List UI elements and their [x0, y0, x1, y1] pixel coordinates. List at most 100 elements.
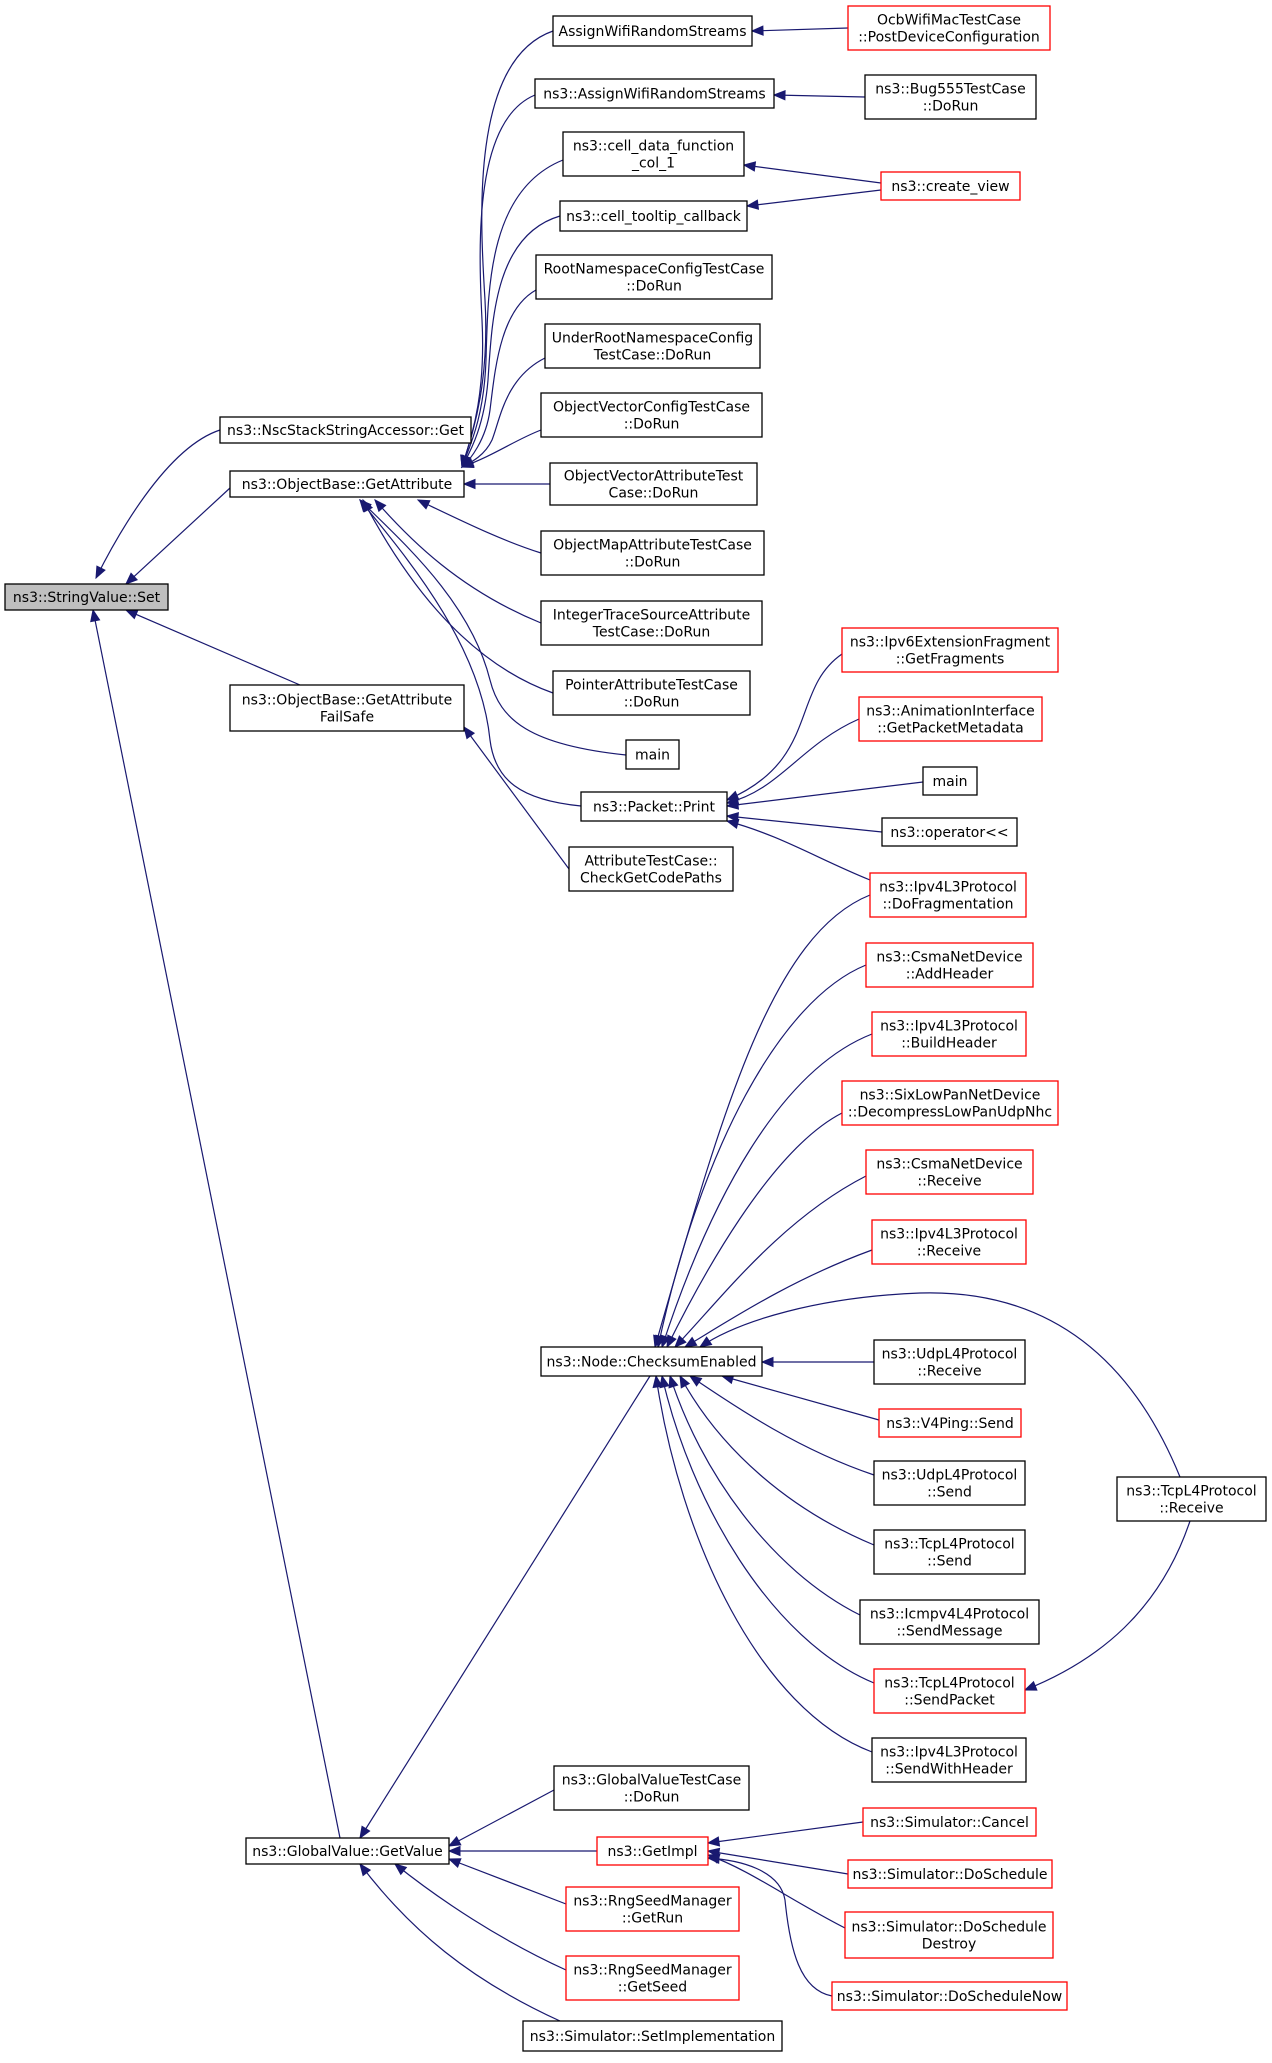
node-box[interactable] [535, 254, 773, 300]
node-rootns[interactable]: RootNamespaceConfigTestCase::DoRun [535, 254, 773, 300]
node-box[interactable] [229, 470, 465, 498]
node-checksum[interactable]: ns3::Node::ChecksumEnabled [540, 1346, 763, 1377]
node-udprecv[interactable]: ns3::UdpL4Protocol::Receive [873, 1339, 1026, 1385]
node-rngrun[interactable]: ns3::RngSeedManager::GetRun [565, 1886, 740, 1932]
node-box[interactable] [871, 1737, 1027, 1783]
node-box[interactable] [552, 670, 751, 716]
node-box[interactable] [553, 1765, 750, 1811]
node-icmp[interactable]: ns3::Icmpv4L4Protocol::SendMessage [859, 1599, 1040, 1645]
node-gvget[interactable]: ns3::GlobalValue::GetValue [245, 1837, 450, 1865]
node-box[interactable] [844, 1911, 1054, 1959]
node-ipv4build[interactable]: ns3::Ipv4L3Protocol::BuildHeader [871, 1011, 1027, 1057]
node-box[interactable] [245, 1837, 450, 1865]
node-box[interactable] [862, 1807, 1037, 1837]
node-pointer[interactable]: PointerAttributeTestCase::DoRun [552, 670, 751, 716]
node-box[interactable] [859, 1599, 1040, 1645]
node-tcpsendpkt[interactable]: ns3::TcpL4Protocol::SendPacket [873, 1668, 1026, 1714]
node-box[interactable] [873, 1339, 1026, 1385]
node-tcprecv[interactable]: ns3::TcpL4Protocol::Receive [1116, 1476, 1267, 1522]
node-ipv4sendhdr[interactable]: ns3::Ipv4L3Protocol::SendWithHeader [871, 1737, 1027, 1783]
node-box[interactable] [562, 131, 745, 177]
node-box[interactable] [865, 1149, 1034, 1195]
node-box[interactable] [873, 1460, 1026, 1506]
node-inttrace[interactable]: IntegerTraceSourceAttributeTestCase::DoR… [540, 600, 763, 646]
node-animint[interactable]: ns3::AnimationInterface::GetPacketMetada… [858, 696, 1043, 742]
node-box[interactable] [552, 15, 753, 47]
node-sixlow[interactable]: ns3::SixLowPanNetDevice::DecompressLowPa… [841, 1080, 1059, 1126]
node-box[interactable] [858, 696, 1043, 742]
node-simdosched[interactable]: ns3::Simulator::DoSchedule [847, 1859, 1053, 1889]
node-main2[interactable]: main [922, 766, 978, 796]
node-nsc[interactable]: ns3::NscStackStringAccessor::Get [219, 416, 472, 444]
node-rngseed[interactable]: ns3::RngSeedManager::GetSeed [565, 1955, 740, 2001]
node-celltooltip[interactable]: ns3::cell_tooltip_callback [559, 200, 748, 232]
node-box[interactable] [847, 5, 1051, 51]
node-udpsend[interactable]: ns3::UdpL4Protocol::Send [873, 1460, 1026, 1506]
node-gvtest[interactable]: ns3::GlobalValueTestCase::DoRun [553, 1765, 750, 1811]
node-v4ping[interactable]: ns3::V4Ping::Send [878, 1408, 1022, 1438]
node-box[interactable] [534, 78, 775, 109]
node-box[interactable] [540, 600, 763, 646]
node-box[interactable] [229, 684, 465, 732]
node-box[interactable] [841, 1080, 1059, 1126]
node-box[interactable] [841, 627, 1059, 673]
node-box[interactable] [873, 1529, 1026, 1575]
node-simsetimpl[interactable]: ns3::Simulator::SetImplementation [522, 2020, 783, 2052]
node-box[interactable] [831, 1981, 1068, 2011]
node-oplt[interactable]: ns3::operator<< [881, 817, 1018, 847]
node-celldata[interactable]: ns3::cell_data_function_col_1 [562, 131, 745, 177]
node-pktprint[interactable]: ns3::Packet::Print [580, 791, 728, 822]
node-box[interactable] [565, 1886, 740, 1932]
node-box[interactable] [881, 817, 1018, 847]
node-ipv4frag[interactable]: ns3::Ipv4L3Protocol::DoFragmentation [869, 872, 1027, 918]
node-objmap[interactable]: ObjectMapAttributeTestCase::DoRun [540, 530, 765, 576]
node-box[interactable] [871, 1011, 1027, 1057]
node-box[interactable] [565, 1955, 740, 2001]
node-box[interactable] [864, 74, 1037, 120]
node-box[interactable] [522, 2020, 783, 2052]
node-box[interactable] [1116, 1476, 1267, 1522]
node-simcancel[interactable]: ns3::Simulator::Cancel [862, 1807, 1037, 1837]
node-ipv4recv[interactable]: ns3::Ipv4L3Protocol::Receive [871, 1219, 1027, 1265]
node-box[interactable] [865, 942, 1034, 988]
node-box[interactable] [847, 1859, 1053, 1889]
node-box[interactable] [4, 583, 169, 611]
node-main1[interactable]: main [625, 739, 680, 770]
node-box[interactable] [580, 791, 728, 822]
node-box[interactable] [549, 462, 758, 506]
node-awrs[interactable]: AssignWifiRandomStreams [552, 15, 753, 47]
node-box[interactable] [869, 872, 1027, 918]
node-box[interactable] [568, 846, 734, 892]
node-ocb[interactable]: OcbWifiMacTestCase::PostDeviceConfigurat… [847, 5, 1051, 51]
node-simdoschednow[interactable]: ns3::Simulator::DoScheduleNow [831, 1981, 1068, 2011]
node-box[interactable] [544, 323, 761, 369]
node-box[interactable] [922, 766, 978, 796]
node-box[interactable] [540, 1346, 763, 1377]
node-bug555[interactable]: ns3::Bug555TestCase::DoRun [864, 74, 1037, 120]
node-box[interactable] [880, 171, 1021, 201]
node-box[interactable] [596, 1836, 709, 1866]
node-box[interactable] [540, 530, 765, 576]
node-getattr[interactable]: ns3::ObjectBase::GetAttribute [229, 470, 465, 498]
node-box[interactable] [219, 416, 472, 444]
node-box[interactable] [871, 1219, 1027, 1265]
node-csmaadd[interactable]: ns3::CsmaNetDevice::AddHeader [865, 942, 1034, 988]
node-tcpsend[interactable]: ns3::TcpL4Protocol::Send [873, 1529, 1026, 1575]
node-createview[interactable]: ns3::create_view [880, 171, 1021, 201]
node-box[interactable] [878, 1408, 1022, 1438]
node-objvecconf[interactable]: ObjectVectorConfigTestCase::DoRun [540, 392, 763, 438]
node-ipv6frag[interactable]: ns3::Ipv6ExtensionFragment::GetFragments [841, 627, 1059, 673]
node-box[interactable] [559, 200, 748, 232]
node-ns3awrs[interactable]: ns3::AssignWifiRandomStreams [534, 78, 775, 109]
node-csmarecv[interactable]: ns3::CsmaNetDevice::Receive [865, 1149, 1034, 1195]
node-box[interactable] [625, 739, 680, 770]
node-getimpl[interactable]: ns3::GetImpl [596, 1836, 709, 1866]
node-attrtest[interactable]: AttributeTestCase::CheckGetCodePaths [568, 846, 734, 892]
node-root[interactable]: ns3::StringValue::Set [4, 583, 169, 611]
node-box[interactable] [873, 1668, 1026, 1714]
node-box[interactable] [540, 392, 763, 438]
